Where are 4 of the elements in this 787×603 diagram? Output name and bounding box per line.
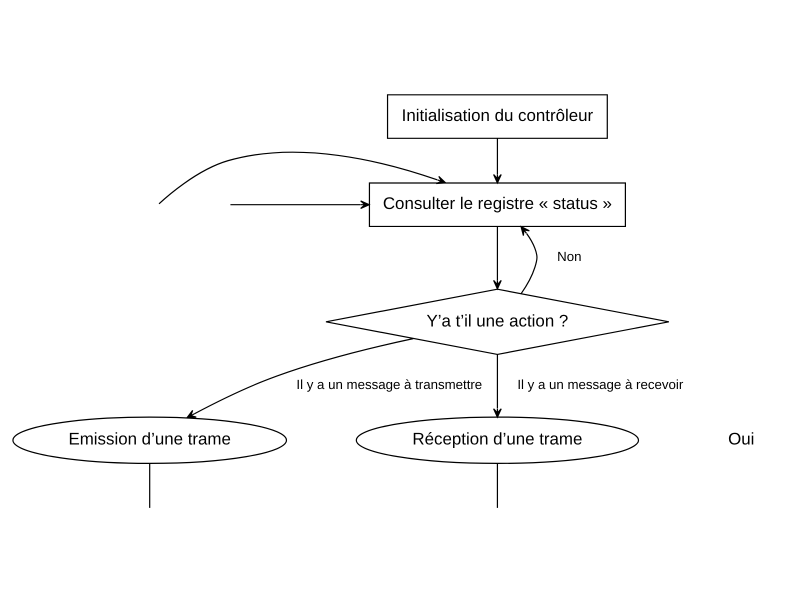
edge-label: Il y a un message à recevoir	[517, 376, 684, 392]
edge-label: Non	[557, 248, 582, 264]
label: Oui	[728, 429, 754, 448]
edge-label: Il y a un message à transmettre	[296, 376, 482, 392]
